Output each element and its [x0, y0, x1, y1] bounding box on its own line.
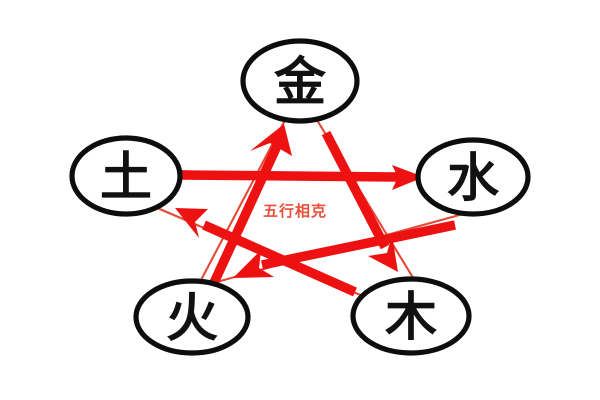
arrow-metal-to-wood: [321, 130, 398, 272]
arrow-shaft: [179, 170, 401, 182]
node-metal-circle: [240, 38, 360, 124]
arrow-shaft: [261, 220, 456, 270]
arrow-head: [250, 124, 292, 156]
node-fire-glyph: 火: [166, 289, 218, 349]
arrow-wood-to-earth: [175, 208, 357, 297]
node-metal[interactable]: 金: [240, 38, 360, 124]
node-water[interactable]: 水: [415, 137, 531, 217]
arrow-shaft: [202, 220, 357, 297]
node-water-circle: [415, 137, 531, 217]
arrow-head: [392, 165, 424, 190]
node-earth-circle: [69, 135, 183, 217]
node-fire[interactable]: 火: [133, 278, 251, 356]
arrow-head: [175, 208, 208, 238]
arrow-head: [233, 250, 274, 278]
node-wood[interactable]: 木: [350, 276, 472, 356]
node-wood-glyph: 木: [385, 288, 437, 348]
arrow-shaft: [207, 144, 282, 289]
arrow-shaft: [321, 130, 390, 250]
arrow-water-to-fire: [233, 220, 456, 278]
arrow-head: [368, 235, 398, 272]
arrow-fire-to-metal: [207, 124, 292, 289]
center-caption: 五行相克: [263, 202, 327, 220]
node-water-glyph: 水: [447, 149, 500, 209]
node-fire-circle: [133, 278, 251, 356]
node-metal-glyph: 金: [273, 53, 327, 113]
guide-line-fire-metal: [198, 120, 286, 284]
node-wood-circle: [350, 276, 472, 356]
arrow-earth-to-water: [179, 165, 424, 190]
node-earth-glyph: 土: [100, 148, 152, 208]
node-earth[interactable]: 土: [69, 135, 183, 217]
